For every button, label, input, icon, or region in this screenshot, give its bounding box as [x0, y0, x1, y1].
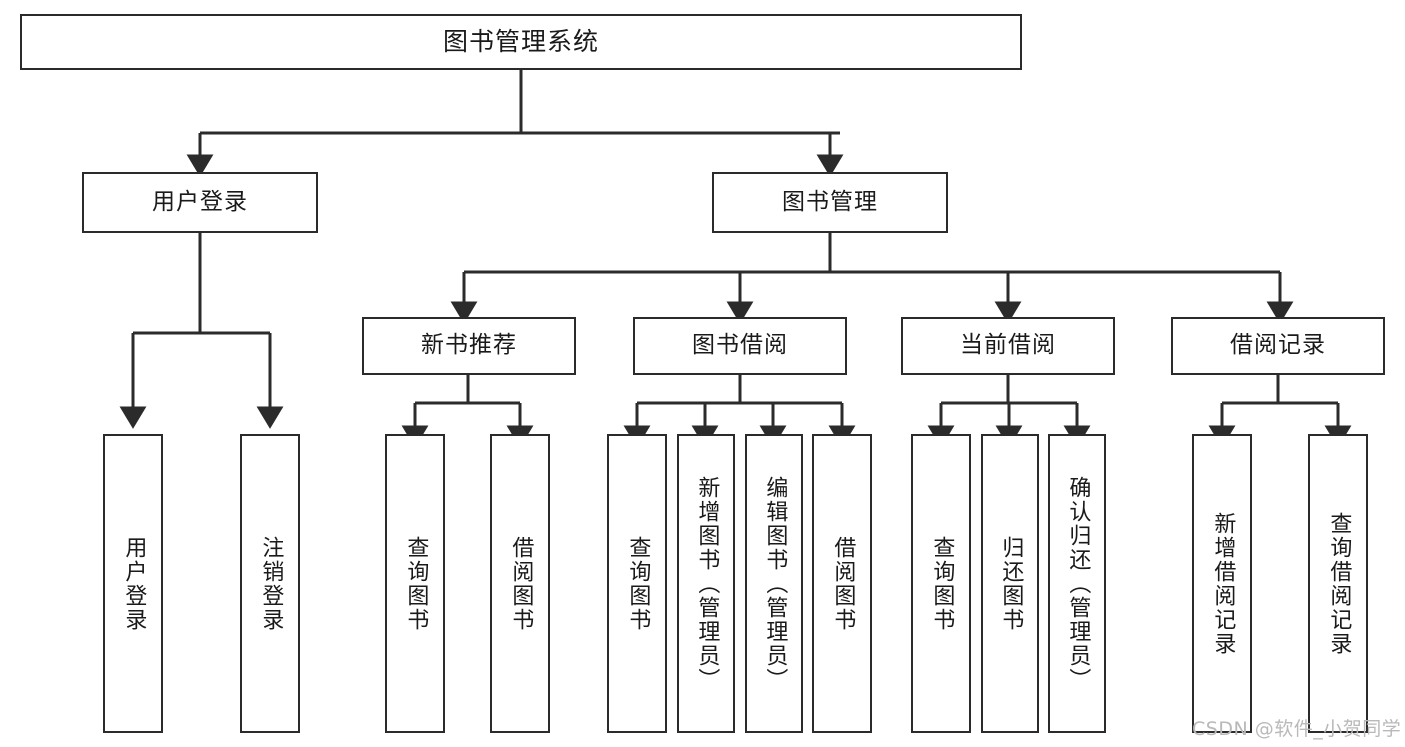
- node-root-book-management-system[interactable]: 图书管理系统: [20, 14, 1022, 70]
- node-label: 注销登录: [258, 535, 284, 632]
- node-leaf-query-borrow-record[interactable]: 查询借阅记录: [1308, 434, 1368, 733]
- node-new-book-recommend[interactable]: 新书推荐: [362, 317, 576, 375]
- node-label: 新增借阅记录: [1210, 511, 1236, 656]
- node-label: 借阅图书: [830, 535, 856, 632]
- node-leaf-logout[interactable]: 注销登录: [240, 434, 300, 733]
- node-leaf-borrow-book[interactable]: 借阅图书: [812, 434, 872, 733]
- csdn-watermark: CSDN @软件_小贺同学: [1192, 718, 1402, 740]
- node-label: 新增图书（管理员）: [694, 475, 720, 692]
- node-label: 查询图书: [929, 535, 955, 632]
- node-leaf-query-book-recommend[interactable]: 查询图书: [385, 434, 445, 733]
- node-label: 借阅图书: [508, 535, 534, 632]
- node-book-management[interactable]: 图书管理: [712, 172, 948, 233]
- node-borrow-record[interactable]: 借阅记录: [1171, 317, 1385, 375]
- node-leaf-query-book-current[interactable]: 查询图书: [911, 434, 971, 733]
- node-label: 当前借阅: [960, 332, 1056, 359]
- node-label: 查询图书: [403, 535, 429, 632]
- node-label: 用户登录: [121, 535, 147, 632]
- node-leaf-add-borrow-record[interactable]: 新增借阅记录: [1192, 434, 1252, 733]
- node-label: 新书推荐: [421, 332, 517, 359]
- node-leaf-add-book-admin[interactable]: 新增图书（管理员）: [677, 434, 735, 733]
- node-leaf-user-login[interactable]: 用户登录: [103, 434, 163, 733]
- node-label: 查询图书: [625, 535, 651, 632]
- node-label: 归还图书: [998, 535, 1024, 632]
- node-book-borrow[interactable]: 图书借阅: [633, 317, 847, 375]
- node-label: 借阅记录: [1230, 332, 1326, 359]
- node-label: 查询借阅记录: [1326, 511, 1352, 656]
- node-label: 编辑图书（管理员）: [762, 475, 788, 692]
- node-current-borrow[interactable]: 当前借阅: [901, 317, 1115, 375]
- node-label: 图书借阅: [692, 332, 788, 359]
- node-leaf-edit-book-admin[interactable]: 编辑图书（管理员）: [745, 434, 803, 733]
- node-label: 用户登录: [152, 188, 248, 215]
- node-leaf-confirm-return-admin[interactable]: 确认归还（管理员）: [1048, 434, 1106, 733]
- node-leaf-borrow-book-recommend[interactable]: 借阅图书: [490, 434, 550, 733]
- node-label: 图书管理: [782, 188, 878, 215]
- node-user-login[interactable]: 用户登录: [82, 172, 318, 233]
- node-leaf-query-book-borrow[interactable]: 查询图书: [607, 434, 667, 733]
- node-leaf-return-book[interactable]: 归还图书: [981, 434, 1039, 733]
- node-label: 图书管理系统: [442, 27, 599, 57]
- node-label: 确认归还（管理员）: [1065, 475, 1091, 692]
